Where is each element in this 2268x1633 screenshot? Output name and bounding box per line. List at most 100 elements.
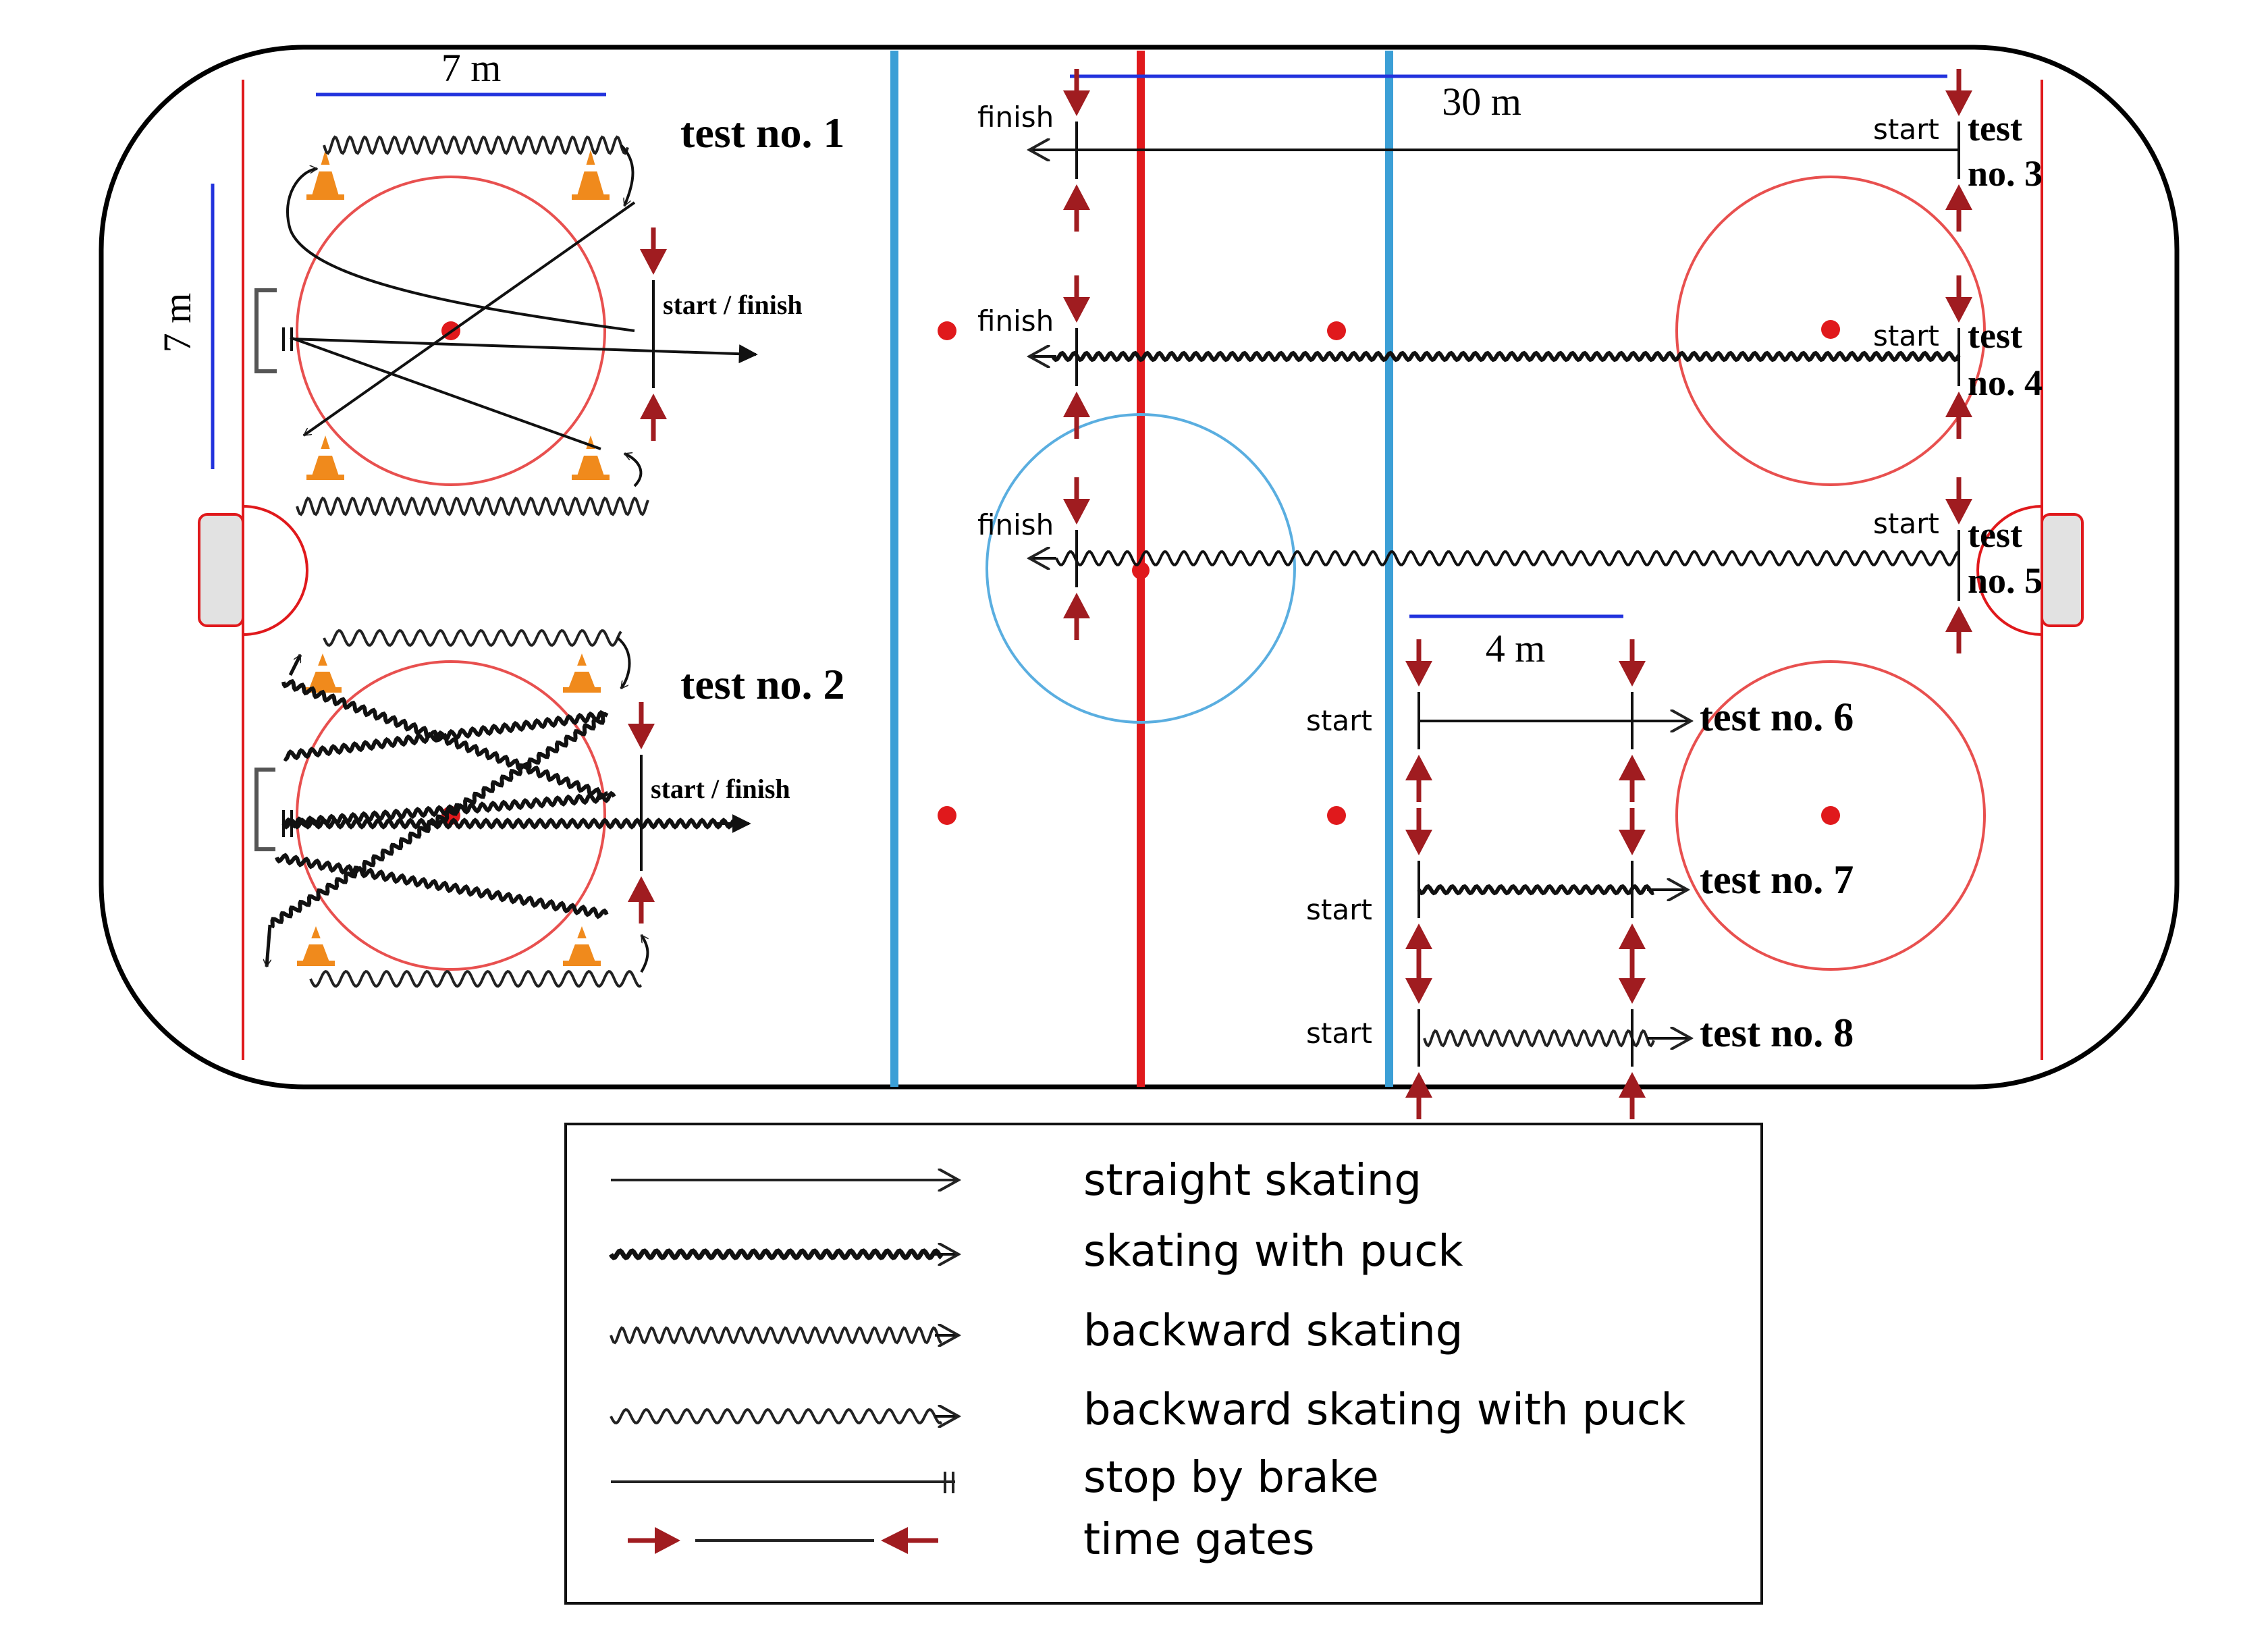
time-gate-arrow-icon: [640, 394, 667, 441]
test-5-start-label: start: [1873, 507, 1939, 540]
goal-crease-right: [1976, 505, 2043, 636]
time-gate-arrow-icon: [1619, 808, 1646, 855]
legend-label-time-gates: time gates: [1083, 1515, 1315, 1565]
straight-skating-path: [290, 336, 601, 450]
test-3-finish-label: finish: [977, 101, 1054, 134]
time-gate-arrow-icon: [1619, 957, 1646, 1004]
straight-skating-path: [640, 935, 649, 973]
legend-label-puck: skating with puck: [1083, 1227, 1463, 1277]
time-gate-arrow-icon: [1405, 639, 1432, 687]
time-gate-arrow-icon: [1063, 477, 1090, 525]
neutral-dot: [1327, 321, 1346, 340]
test-2-drill: start / finish test no. 2: [254, 628, 845, 988]
time-gate-arrow-icon: [1405, 1072, 1432, 1119]
test-6-title: test no. 6: [1700, 695, 1854, 739]
cone-icon: [572, 150, 610, 200]
time-gate-arrow-icon: [1945, 184, 1972, 232]
test-4-drill: finish start test no. 4: [977, 304, 2043, 403]
legend-label-backward: backward skating: [1083, 1306, 1463, 1356]
goal-net-right: [2041, 513, 2084, 627]
legend-label-backward-puck: backward skating with puck: [1083, 1385, 1685, 1435]
test-4-title-line2: no. 4: [1968, 363, 2043, 403]
backward-skating-with-puck-path: [309, 969, 643, 988]
time-gate-arrow-icon: [1063, 593, 1090, 640]
backward-puck-arrow-icon: [610, 1408, 943, 1425]
backward-skating-path: [296, 496, 649, 516]
cone-icon: [563, 653, 601, 693]
test-2-gate-label: start / finish: [651, 774, 790, 804]
time-gate-arrow-icon: [640, 227, 667, 275]
dimension-label-7m-horizontal: 7 m: [441, 46, 502, 90]
goal-crease-left: [242, 505, 308, 636]
test-1-title: test no. 1: [680, 109, 845, 157]
time-gate-arrow-icon: [1405, 957, 1432, 1004]
faceoff-circle-left-top: [296, 176, 606, 486]
skating-with-puck-path: [281, 818, 737, 830]
time-gate-arrow-icon: [628, 876, 655, 923]
backward-skating-path: [323, 135, 629, 155]
faceoff-dot: [1821, 806, 1840, 825]
test-3-drill: finish start test no. 3: [977, 101, 2043, 194]
test-8-drill: start test no. 8: [1306, 1009, 1854, 1067]
test-7-drill: start test no. 7: [1306, 857, 1854, 926]
time-gate-icon: [628, 1527, 938, 1554]
straight-skating-path: [624, 454, 643, 487]
brake-mark: [282, 810, 293, 837]
test-1-gate-label: start / finish: [663, 290, 803, 320]
time-gate-arrow-icon: [1619, 755, 1646, 802]
legend-label-straight: straight skating: [1083, 1156, 1422, 1206]
faceoff-circle-left-bottom: [296, 660, 606, 971]
straight-skating-path: [616, 637, 631, 689]
neutral-dot: [1327, 806, 1346, 825]
cone-icon: [304, 653, 342, 693]
backward-skating-with-puck-path: [323, 628, 622, 647]
skating-with-puck-path: [1051, 350, 1961, 363]
puck-arrow-icon: [609, 1248, 944, 1260]
dimension-label-7m-vertical: 7 m: [155, 293, 199, 353]
test-3-title-line2: no. 3: [1968, 153, 2043, 194]
skating-with-puck-path: [283, 791, 616, 829]
skating-with-puck-path: [275, 853, 609, 919]
test-3-start-label: start: [1873, 113, 1939, 146]
legend-label-brake: stop by brake: [1083, 1453, 1379, 1503]
cone-icon: [572, 435, 610, 480]
skating-with-puck-path: [1417, 884, 1654, 896]
cone-icon: [306, 150, 344, 200]
test-2-title: test no. 2: [680, 660, 845, 708]
time-gate-arrow-icon: [1405, 755, 1432, 802]
time-gate-arrow-icon: [1619, 639, 1646, 687]
backward-skating-path: [1423, 1029, 1655, 1048]
test-4-finish-label: finish: [977, 304, 1054, 338]
backward-arrow-icon: [610, 1326, 942, 1345]
test-7-start-label: start: [1306, 893, 1372, 926]
center-circle: [986, 413, 1296, 724]
backward-skating-with-puck-path: [1055, 550, 1960, 566]
time-gate-arrow-icon: [1405, 808, 1432, 855]
time-gate-arrows: [628, 69, 1972, 1119]
test-5-finish-label: finish: [977, 508, 1054, 541]
dimensions: 7 m 7 m 30 m 4 m: [155, 46, 1947, 670]
test-7-title: test no. 7: [1700, 857, 1854, 902]
time-gate-arrow-icon: [1063, 275, 1090, 323]
skating-with-puck-path: [270, 712, 609, 929]
start-bracket: [254, 768, 275, 851]
straight-skating-path-to-gate: [290, 338, 758, 364]
time-gate-arrow-icon: [1945, 275, 1972, 323]
start-bracket: [254, 288, 277, 373]
cone-icon: [563, 926, 601, 966]
straight-skating-path: [620, 144, 634, 206]
time-gate-arrow-icon: [1945, 606, 1972, 653]
dimension-label-4m: 4 m: [1486, 626, 1546, 670]
time-gate-arrow-icon: [1063, 392, 1090, 439]
legend: straight skating skating with puck backw…: [564, 1123, 1763, 1605]
test-5-drill: finish start test no. 5: [977, 507, 2043, 601]
time-gate-arrow-icon: [1619, 1072, 1646, 1119]
dimension-label-30m: 30 m: [1442, 80, 1521, 124]
neutral-dot: [938, 806, 956, 825]
test-5-title-line2: no. 5: [1968, 560, 2043, 601]
cone-icon: [306, 435, 344, 480]
test-8-title: test no. 8: [1700, 1011, 1854, 1055]
time-gate-arrow-icon: [628, 702, 655, 749]
test-8-start-label: start: [1306, 1017, 1372, 1050]
